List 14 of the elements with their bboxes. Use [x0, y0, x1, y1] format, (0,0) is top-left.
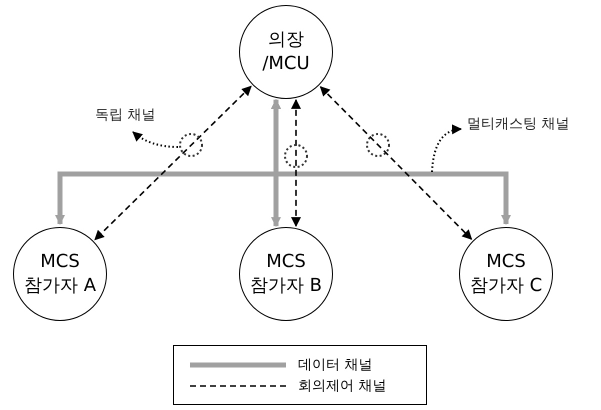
leader-line [132, 131, 178, 148]
channel-label: 멀티캐스팅 채널 [467, 115, 570, 133]
participant-circle: MCS 참가자 C [459, 227, 553, 321]
control-arrow [291, 98, 301, 228]
channel-label: 독립 채널 [95, 106, 156, 124]
server-circle: 의장 /MCU [239, 5, 333, 99]
participant-circle: MCS 참가자 A [13, 227, 107, 321]
data-arrow [271, 98, 511, 225]
leader-line [431, 124, 462, 172]
control-arrow [320, 86, 472, 240]
control-arrow [94, 86, 252, 240]
legend-label: 회의제어 채널 [298, 377, 386, 396]
participant-circle: MCS 참가자 B [239, 227, 333, 321]
legend-label: 데이터 채널 [298, 356, 372, 375]
